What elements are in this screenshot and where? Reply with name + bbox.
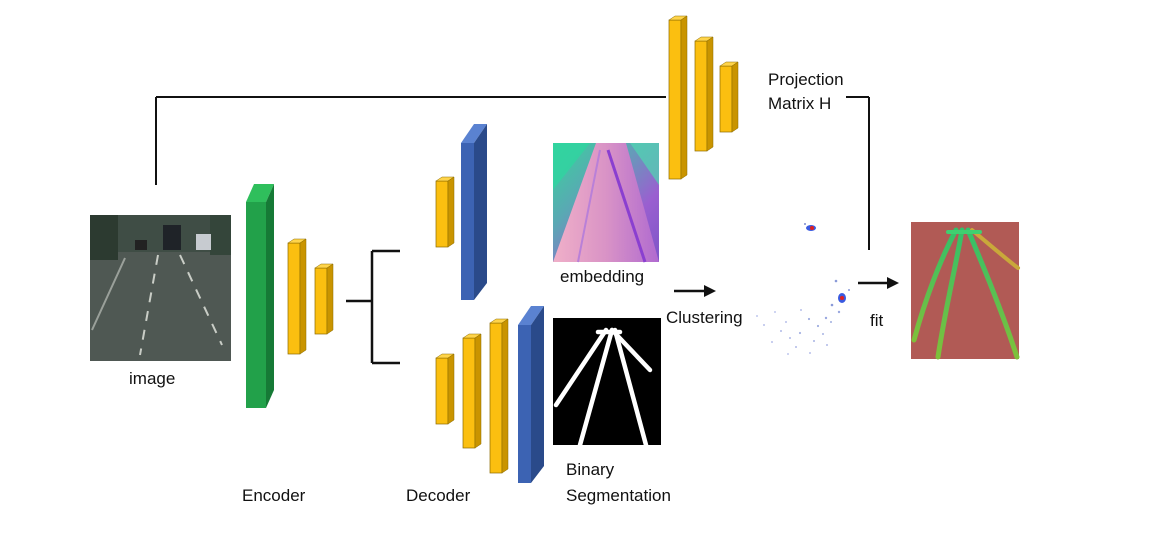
binary-segmentation-label-line1: Binary — [566, 460, 615, 479]
projection-to-fit-connector — [846, 96, 870, 250]
embedding-decoder-output-block — [461, 124, 487, 300]
projection-network-block-1 — [668, 15, 688, 180]
projection-network-block-2 — [694, 36, 714, 152]
segmentation-decoder-output-block — [518, 306, 544, 483]
clustering-arrow — [674, 285, 716, 297]
fitted-lanes-output-image — [911, 222, 1020, 360]
encoder-feature-map-2 — [314, 263, 334, 335]
embedding-decoder-feature-map — [435, 176, 455, 248]
image-to-projection-connector — [155, 96, 666, 185]
binary-segmentation-label-line2: Segmentation — [566, 486, 671, 505]
encoder-block — [246, 184, 274, 408]
embedding-label: embedding — [560, 267, 645, 286]
decoder-label: Decoder — [406, 486, 471, 505]
segmentation-decoder-feature-map-3 — [489, 318, 509, 474]
input-image — [90, 215, 231, 361]
clustering-label: Clustering — [666, 308, 743, 327]
projection-matrix-label-line2: Matrix H — [768, 94, 832, 113]
encoder-label: Encoder — [242, 486, 306, 505]
image-label: image — [129, 369, 176, 388]
fit-label: fit — [870, 311, 884, 330]
projection-network-block-3 — [719, 61, 739, 133]
branch-connector — [346, 249, 400, 365]
segmentation-decoder-feature-map-1 — [435, 353, 455, 425]
encoder-feature-map-1 — [287, 238, 307, 355]
embedding-output-image — [553, 143, 659, 263]
fit-arrow — [858, 277, 899, 289]
segmentation-decoder-feature-map-2 — [462, 333, 482, 449]
projection-matrix-label-line1: Projection — [768, 70, 844, 89]
clustering-result-points — [756, 223, 850, 355]
binary-segmentation-image — [553, 318, 661, 448]
